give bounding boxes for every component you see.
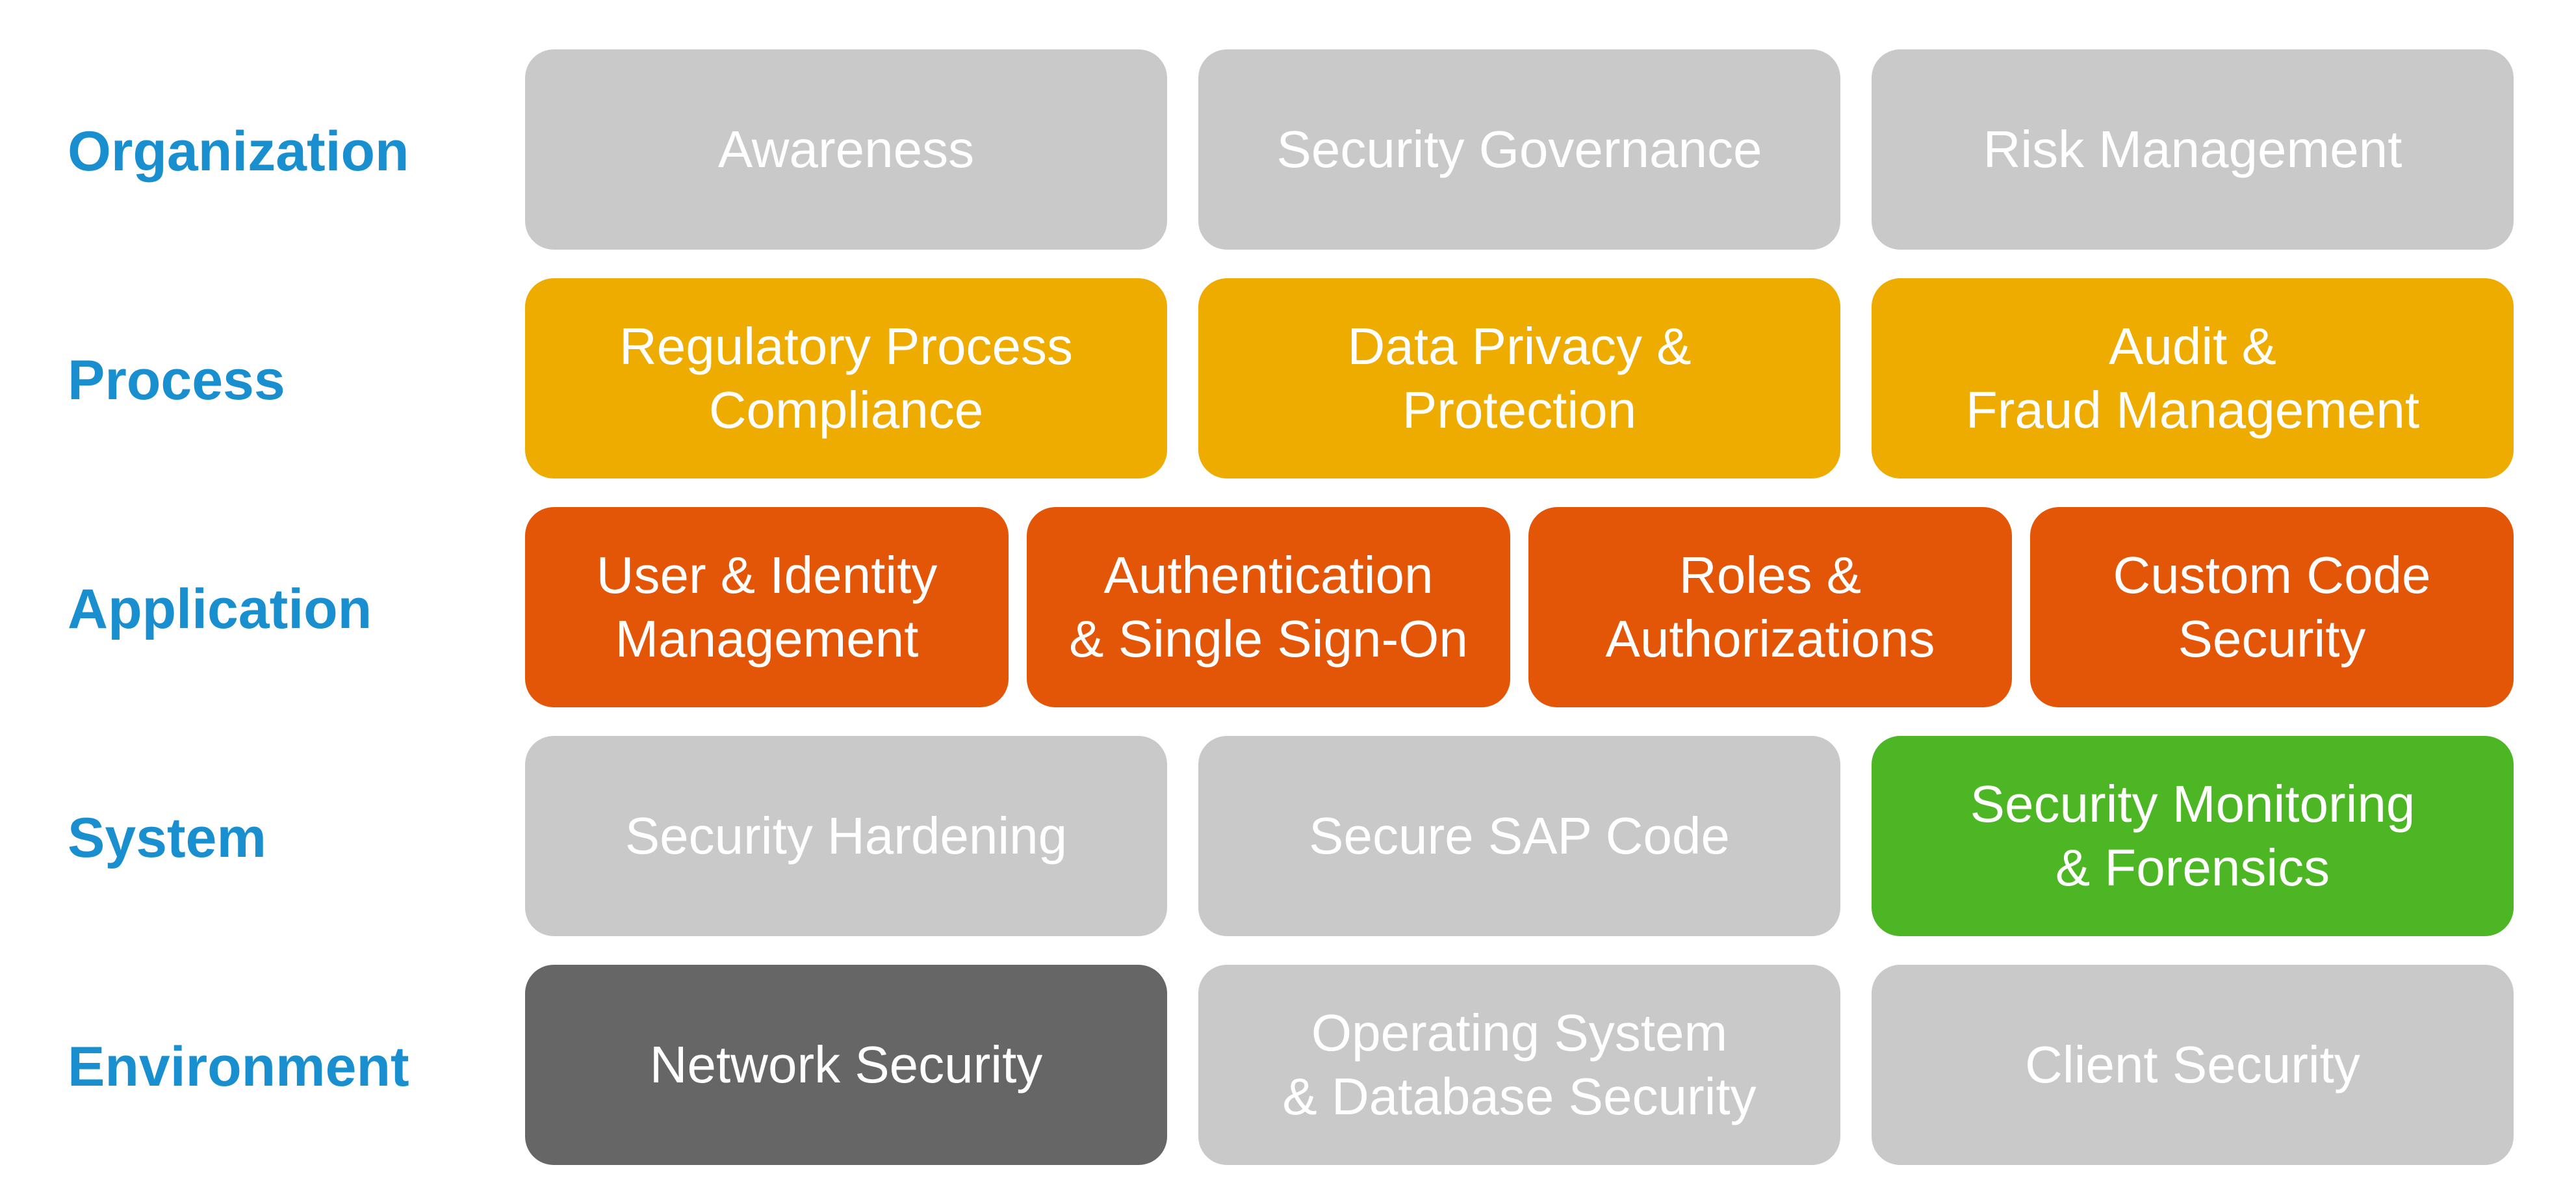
row-label-organization: Organization xyxy=(68,120,409,183)
tile-roles-authorizations-text: Roles & Authorizations xyxy=(1605,545,1935,668)
tile-data-privacy-protection: Data Privacy & Protection xyxy=(1198,278,1840,478)
tile-secure-sap-code-text: Secure SAP Code xyxy=(1309,806,1730,865)
tile-network-security-text: Network Security xyxy=(649,1035,1043,1093)
tile-client-security: Client Security xyxy=(1872,965,2514,1165)
tile-regulatory-process-compliance-text: Regulatory Process Compliance xyxy=(619,317,1074,439)
tile-audit-fraud-management: Audit & Fraud Management xyxy=(1872,278,2514,478)
tile-os-database-security-text: Operating System & Database Security xyxy=(1282,1003,1757,1125)
row-label-system: System xyxy=(68,807,266,869)
tile-os-database-security: Operating System & Database Security xyxy=(1198,965,1840,1165)
tile-data-privacy-protection-text: Data Privacy & Protection xyxy=(1347,317,1692,439)
tile-security-monitoring-forensics: Security Monitoring & Forensics xyxy=(1872,736,2514,936)
tile-risk-management-text: Risk Management xyxy=(1983,120,2402,178)
tile-custom-code-security-text: Custom Code Security xyxy=(2113,545,2431,668)
tile-client-security-text: Client Security xyxy=(2025,1035,2360,1093)
tile-security-governance: Security Governance xyxy=(1198,49,1840,250)
tile-security-hardening-text: Security Hardening xyxy=(625,806,1068,865)
row-label-process: Process xyxy=(68,349,285,412)
tile-network-security: Network Security xyxy=(525,965,1167,1165)
tile-authentication-sso: Authentication & Single Sign-On xyxy=(1027,507,1510,707)
row-label-environment: Environment xyxy=(68,1036,409,1098)
tile-risk-management: Risk Management xyxy=(1872,49,2514,250)
tile-audit-fraud-management-text: Audit & Fraud Management xyxy=(1965,317,2420,439)
tile-custom-code-security: Custom Code Security xyxy=(2030,507,2514,707)
tile-awareness: Awareness xyxy=(525,49,1167,250)
tile-secure-sap-code: Secure SAP Code xyxy=(1198,736,1840,936)
tile-regulatory-process-compliance: Regulatory Process Compliance xyxy=(525,278,1167,478)
tile-awareness-text: Awareness xyxy=(717,120,975,178)
tile-security-hardening: Security Hardening xyxy=(525,736,1167,936)
tile-security-governance-text: Security Governance xyxy=(1276,120,1762,178)
tile-authentication-sso-text: Authentication & Single Sign-On xyxy=(1069,545,1468,668)
tile-security-monitoring-forensics-text: Security Monitoring & Forensics xyxy=(1970,774,2415,897)
tile-user-identity-management-text: User & Identity Management xyxy=(596,545,938,668)
tile-roles-authorizations: Roles & Authorizations xyxy=(1528,507,2012,707)
row-label-application: Application xyxy=(68,578,372,640)
tile-user-identity-management: User & Identity Management xyxy=(525,507,1009,707)
